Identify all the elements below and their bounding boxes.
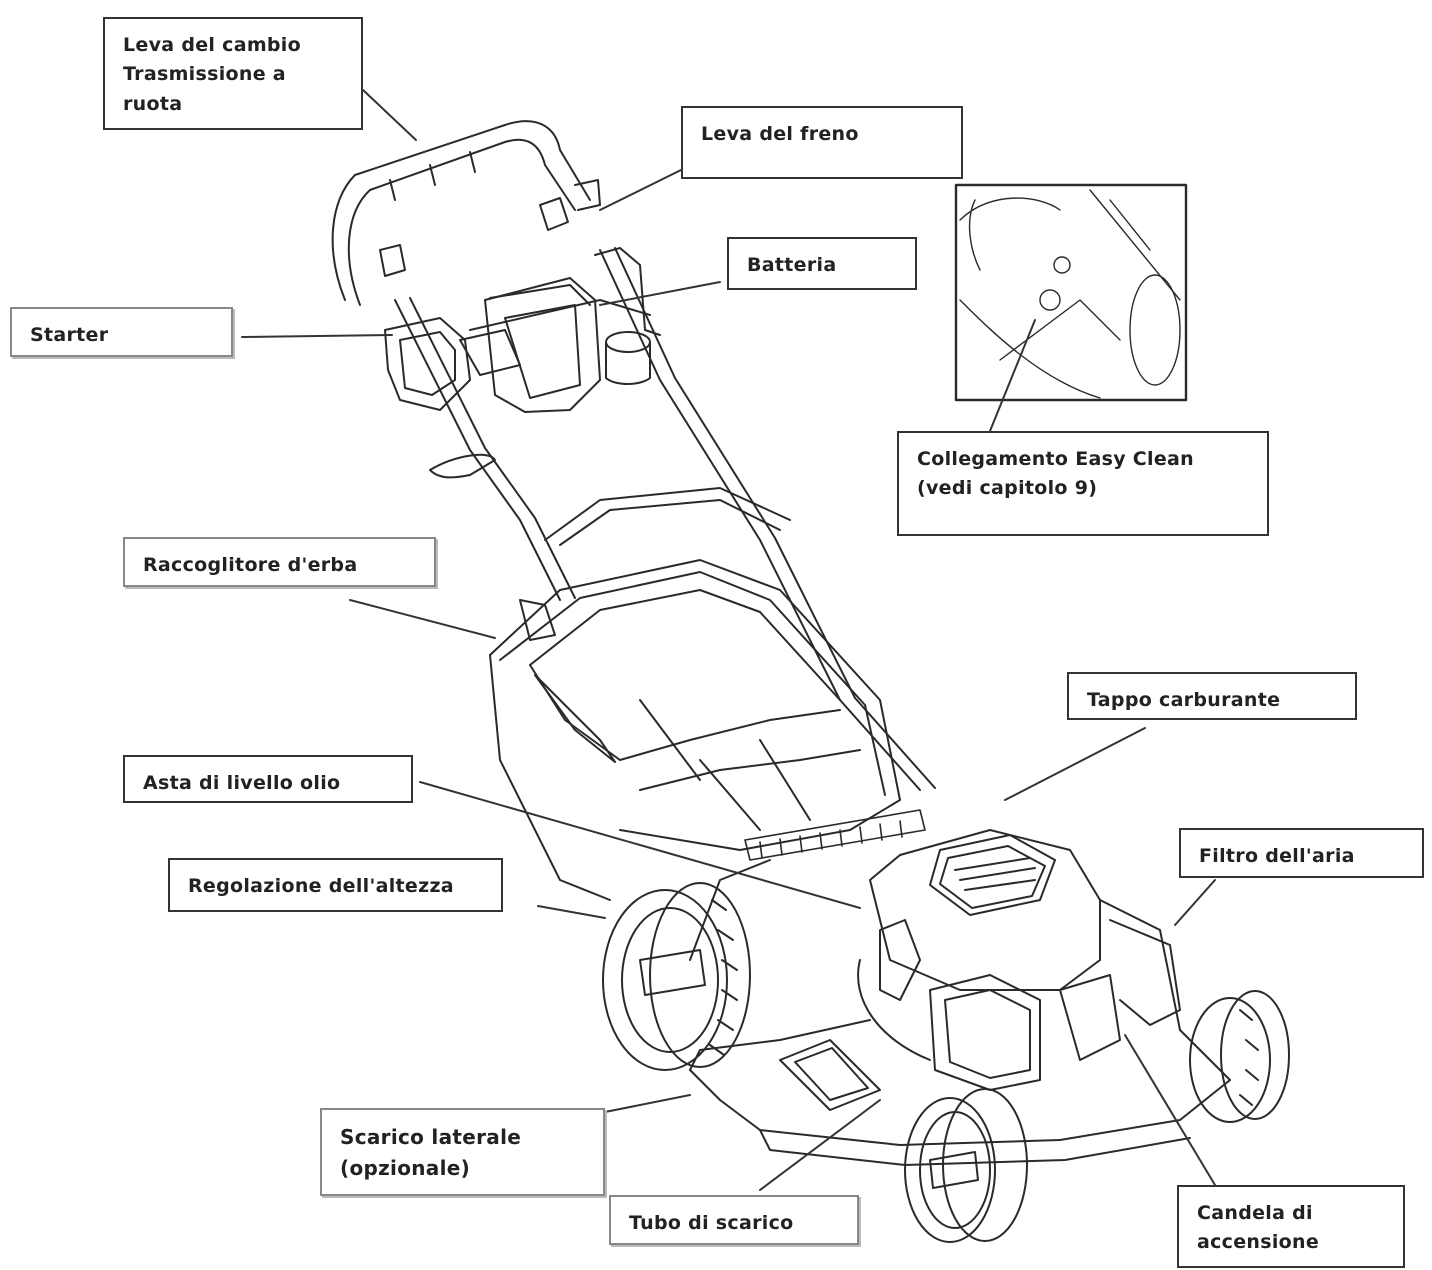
mower-deck: [689, 859, 1231, 1166]
handle-bar: [331, 120, 601, 306]
label-easy-clean: Collegamento Easy Clean (vedi capitolo 9…: [897, 431, 1269, 536]
label-filtro-aria: Filtro dell'aria: [1179, 828, 1424, 878]
label-asta-livello-olio: Asta di livello olio: [123, 755, 413, 803]
grass-collector: [489, 487, 901, 901]
handle-crossbar: [469, 299, 651, 331]
label-regolazione-altezza: Regolazione dell'altezza: [168, 858, 503, 912]
engine: [857, 829, 1181, 1091]
label-candela-accensione: Candela di accensione: [1177, 1185, 1405, 1268]
label-leva-freno: Leva del freno: [681, 106, 963, 179]
label-leva-cambio: Leva del cambio Trasmissione a ruota: [103, 17, 363, 130]
battery: [484, 247, 661, 413]
deck-vents: [744, 809, 926, 861]
label-tubo-scarico: Tubo di scarico: [609, 1195, 859, 1245]
handle-rails: [394, 247, 936, 791]
front-right-wheel: [1189, 990, 1290, 1123]
label-scarico-laterale: Scarico laterale (opzionale): [320, 1108, 605, 1196]
front-left-wheel: [904, 1088, 1028, 1243]
label-tappo-carburante: Tappo carburante: [1067, 672, 1357, 720]
label-batteria: Batteria: [727, 237, 917, 290]
easy-clean-inset: [954, 183, 1188, 402]
rear-left-wheel: [602, 882, 751, 1071]
label-raccoglitore: Raccoglitore d'erba: [123, 537, 436, 587]
leader-lines: [241, 89, 1216, 1191]
label-starter: Starter: [10, 307, 233, 357]
